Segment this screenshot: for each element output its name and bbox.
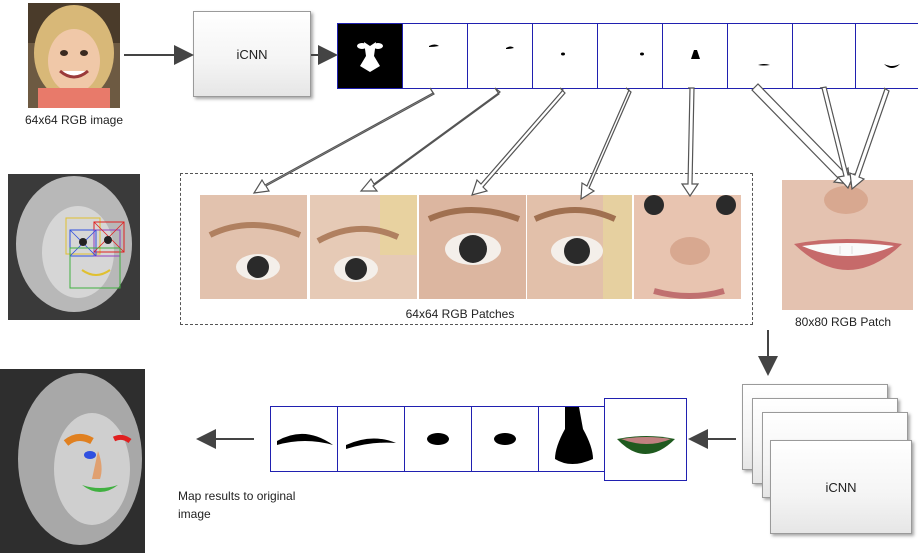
label-map-right-eye [598, 24, 663, 88]
result-mouth [604, 398, 687, 481]
patch-right-eyebrow [310, 195, 417, 299]
patch-mouth-80 [782, 180, 913, 310]
label-map-left-eye [533, 24, 598, 88]
patches-64-caption: 64x64 RGB Patches [405, 307, 515, 321]
input-image-caption: 64x64 RGB image [24, 113, 124, 127]
label-map-upper-lip [728, 24, 793, 88]
icnn-box-top: iCNN [193, 11, 311, 97]
result-left-eye [405, 407, 472, 471]
patch-left-eye [419, 195, 526, 299]
patch-nose [634, 195, 741, 299]
map-results-caption: Map results to original image [178, 489, 296, 521]
result-nose [539, 407, 607, 471]
patch-right-eye [527, 195, 632, 299]
label-map-background [338, 24, 403, 88]
result-map-strip [270, 406, 607, 472]
label-map-lower-lip [856, 24, 918, 88]
output-face-with-overlay [0, 369, 145, 553]
face-with-patch-boxes [8, 174, 140, 320]
result-right-eyebrow [338, 407, 405, 471]
label-map-nose [663, 24, 728, 88]
result-left-eyebrow [271, 407, 338, 471]
input-face-image [28, 3, 120, 108]
hollow-arrow-7 [819, 86, 855, 190]
label-map-inner-mouth [793, 24, 856, 88]
hollow-arrow-6 [751, 83, 851, 185]
label-map-strip-top [337, 23, 918, 89]
icnn-box-bottom: iCNN [770, 440, 912, 534]
patch-80-caption: 80x80 RGB Patch [794, 315, 892, 329]
label-map-right-eyebrow [468, 24, 533, 88]
patch-left-eyebrow [200, 195, 307, 299]
label-map-left-eyebrow [403, 24, 468, 88]
result-right-eye [472, 407, 539, 471]
hollow-arrow-8 [849, 87, 890, 191]
